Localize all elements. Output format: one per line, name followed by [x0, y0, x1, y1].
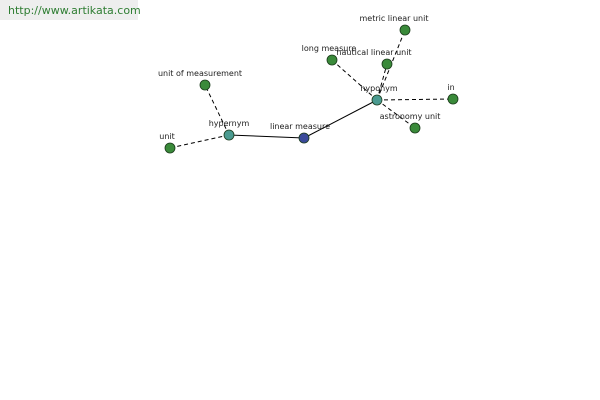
- leaf-node-nautical-linear-unit[interactable]: [381, 58, 393, 70]
- leaf-node-unit-of-measurement[interactable]: [199, 79, 211, 91]
- leaf-node-long-measure[interactable]: [326, 54, 338, 66]
- graph-nodes: [164, 24, 459, 154]
- edge-hyponym-astronomy_unit: [376, 99, 416, 129]
- leaf-node-in[interactable]: [447, 93, 459, 105]
- source-url-link[interactable]: http://www.artikata.com: [8, 4, 141, 17]
- source-bar: http://www.artikata.com: [0, 0, 141, 20]
- leaf-label-nautical-linear-unit[interactable]: nautical linear unit: [336, 48, 411, 57]
- leaf-label-metric-linear-unit[interactable]: metric linear unit: [360, 14, 429, 23]
- leaf-label-unit-of-measurement[interactable]: unit of measurement: [158, 69, 242, 78]
- leaf-node-metric-linear-unit[interactable]: [399, 24, 411, 36]
- leaf-label-unit[interactable]: unit: [159, 132, 175, 141]
- leaf-node-astronomy-unit[interactable]: [409, 122, 421, 134]
- center-node[interactable]: [298, 132, 310, 144]
- leaf-label-long-measure[interactable]: long measure: [302, 44, 357, 53]
- relation-label-hyponym[interactable]: hyponym: [360, 84, 398, 93]
- relation-label-hypernym[interactable]: hypernym: [209, 119, 250, 128]
- leaf-label-in[interactable]: in: [447, 83, 454, 92]
- center-label[interactable]: linear measure: [270, 122, 330, 131]
- edge-hyponym-nautical_linear_unit: [376, 63, 388, 101]
- edge-hyponym-long_measure: [331, 59, 378, 101]
- leaf-node-unit[interactable]: [164, 142, 176, 154]
- edge-hypernym-unit: [169, 134, 230, 149]
- edge-hypernym-unit_of_measurement: [204, 84, 230, 136]
- graph-labels: unit unit of measurement metric linear uni…: [158, 14, 455, 141]
- edge-hyponym-in: [376, 98, 454, 101]
- relation-node-hypernym[interactable]: [223, 129, 235, 141]
- edge-center-hypernym: [228, 134, 305, 139]
- relation-node-hyponym[interactable]: [371, 94, 383, 106]
- edge-center-hyponym: [303, 99, 378, 139]
- leaf-label-astronomy-unit[interactable]: astronomy unit: [380, 112, 441, 121]
